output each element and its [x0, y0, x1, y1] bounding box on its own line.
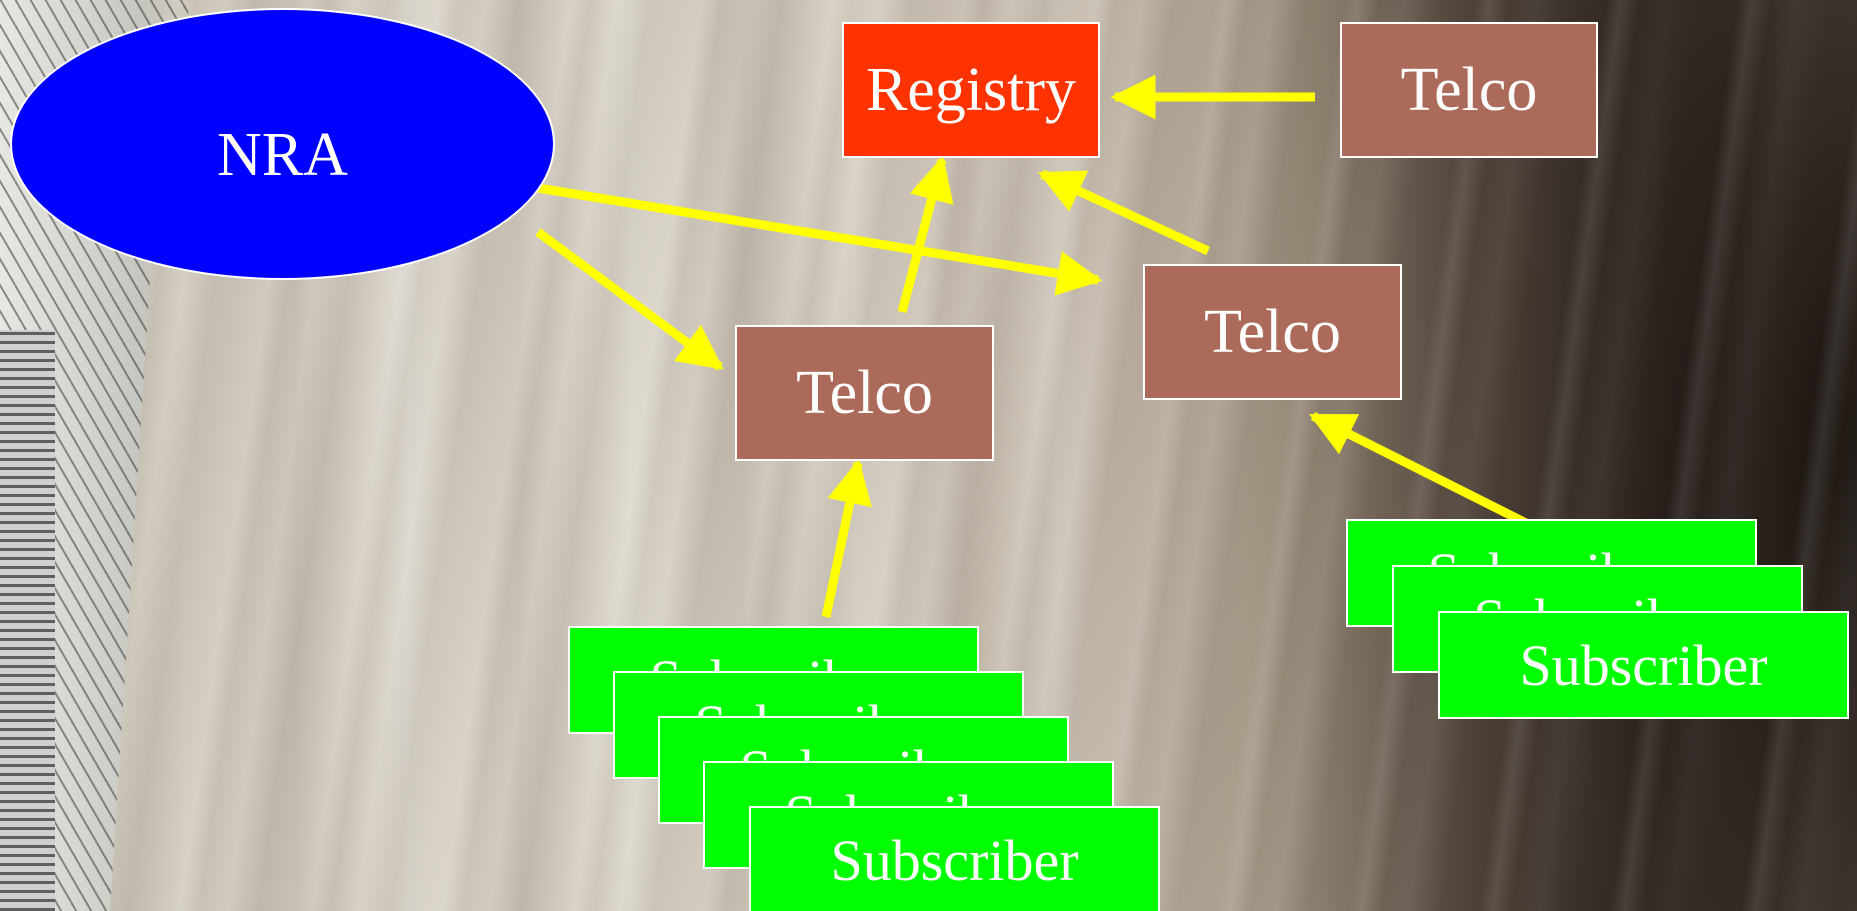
arrow-nra-to-telco-left: [535, 228, 724, 371]
building-column: [0, 330, 55, 911]
subscriber-label: Subscriber: [830, 827, 1079, 893]
nra-label: NRA: [217, 121, 348, 189]
arrow-subscribers-right-to-telco: [1308, 411, 1529, 528]
subscriber-label: Subscriber: [1519, 632, 1768, 698]
telco-right-label: Telco: [1204, 297, 1341, 366]
telco-top-label: Telco: [1400, 55, 1538, 124]
telco-node-top: Telco: [1340, 22, 1598, 158]
arrow-subscribers-left-to-telco: [821, 458, 872, 618]
arrow-telco-right-to-registry: [1037, 169, 1210, 256]
arrow-nra-to-telco-right: [537, 183, 1103, 296]
telco-left-label: Telco: [796, 358, 933, 427]
nra-node: NRA: [10, 8, 555, 280]
arrow-telco-left-to-registry: [897, 155, 954, 314]
telco-node-right: Telco: [1143, 264, 1402, 400]
registry-node: Registry: [842, 22, 1100, 158]
telco-node-left: Telco: [735, 325, 994, 461]
subscriber-card: Subscriber: [1438, 611, 1849, 719]
registry-label: Registry: [865, 55, 1077, 124]
subscriber-card: Subscriber: [749, 806, 1160, 911]
